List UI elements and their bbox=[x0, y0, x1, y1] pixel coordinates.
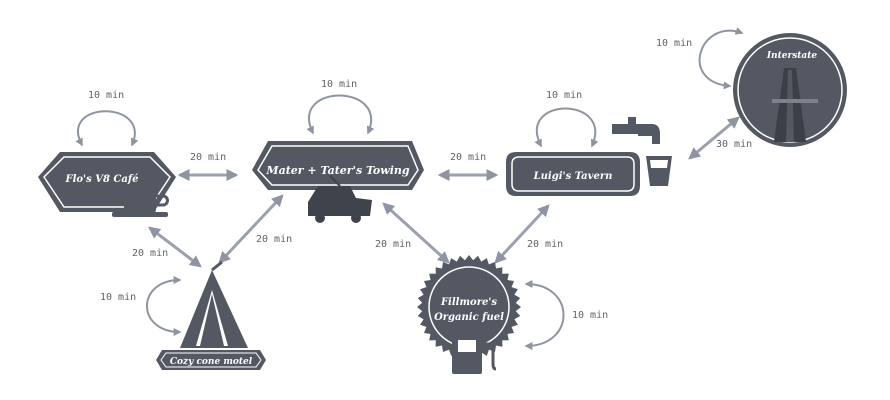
towing-title: Mater + Tater's Towing bbox=[265, 164, 409, 177]
loop-fillmore: 10 min bbox=[524, 280, 608, 350]
edge-label-towing-luigis: 20 min bbox=[450, 152, 486, 163]
fillmore-badge-shape bbox=[417, 255, 521, 359]
loop-flos: 10 min bbox=[75, 90, 139, 147]
cozy-title: Cozy cone motel bbox=[170, 357, 253, 367]
interstate-title: Interstate bbox=[766, 51, 818, 61]
fuel-pump-icon bbox=[452, 334, 497, 374]
edge-towing-cozy: 20 min bbox=[218, 194, 292, 264]
tow-truck-icon bbox=[308, 175, 372, 223]
flos-title: Flo's V8 Café bbox=[64, 174, 138, 185]
loop-label-towing: 10 min bbox=[321, 79, 357, 90]
loop-luigis: 10 min bbox=[534, 90, 599, 148]
node-interstate: Interstate bbox=[733, 33, 847, 147]
edge-luigis-fillmore: 20 min bbox=[494, 204, 563, 264]
loop-label-fillmore: 10 min bbox=[572, 310, 608, 321]
cozy-banner bbox=[156, 350, 266, 370]
edge-towing-fillmore: 20 min bbox=[375, 202, 450, 264]
loop-label-interstate: 10 min bbox=[656, 38, 692, 49]
edge-label-flos-cozy: 20 min bbox=[132, 248, 168, 259]
water-glass-icon bbox=[646, 156, 672, 186]
highway-icon bbox=[772, 68, 818, 142]
faucet-icon bbox=[612, 117, 660, 144]
node-cozy-cone: Cozy cone motel bbox=[156, 260, 266, 370]
luigis-badge-shape bbox=[506, 152, 640, 196]
loop-cozy: 10 min bbox=[100, 276, 182, 336]
edge-luigis-interstate: 30 min bbox=[688, 116, 752, 160]
node-towing: Mater + Tater's Towing bbox=[252, 141, 424, 223]
edge-label-luigis-fillmore: 20 min bbox=[527, 239, 563, 250]
edge-flos-towing: 20 min bbox=[177, 152, 239, 181]
loop-label-luigis: 10 min bbox=[546, 90, 582, 101]
loop-interstate: 10 min bbox=[656, 27, 744, 90]
loop-label-cozy: 10 min bbox=[100, 292, 136, 303]
node-flos-cafe: Flo's V8 Café bbox=[38, 152, 176, 217]
loop-towing: 10 min bbox=[306, 79, 375, 135]
luigis-title: Luigi's Tavern bbox=[533, 171, 613, 182]
fillmore-title-line2: Organic fuel bbox=[434, 312, 504, 323]
cone-tent-icon bbox=[180, 260, 248, 348]
towing-badge-shape bbox=[252, 141, 424, 190]
loop-label-flos: 10 min bbox=[88, 90, 124, 101]
edge-label-flos-towing: 20 min bbox=[190, 152, 226, 163]
edge-label-towing-cozy: 20 min bbox=[256, 234, 292, 245]
edge-label-luigis-interstate: 30 min bbox=[716, 139, 752, 150]
coffee-cup-icon bbox=[112, 192, 169, 217]
node-fillmore: Fillmore's Organic fuel bbox=[417, 255, 521, 374]
fillmore-title-line1: Fillmore's bbox=[440, 297, 497, 308]
edge-label-towing-fillmore: 20 min bbox=[375, 239, 411, 250]
edge-towing-luigis: 20 min bbox=[437, 152, 499, 181]
node-luigis: Luigi's Tavern bbox=[506, 117, 672, 196]
edge-flos-cozy: 20 min bbox=[132, 226, 202, 268]
